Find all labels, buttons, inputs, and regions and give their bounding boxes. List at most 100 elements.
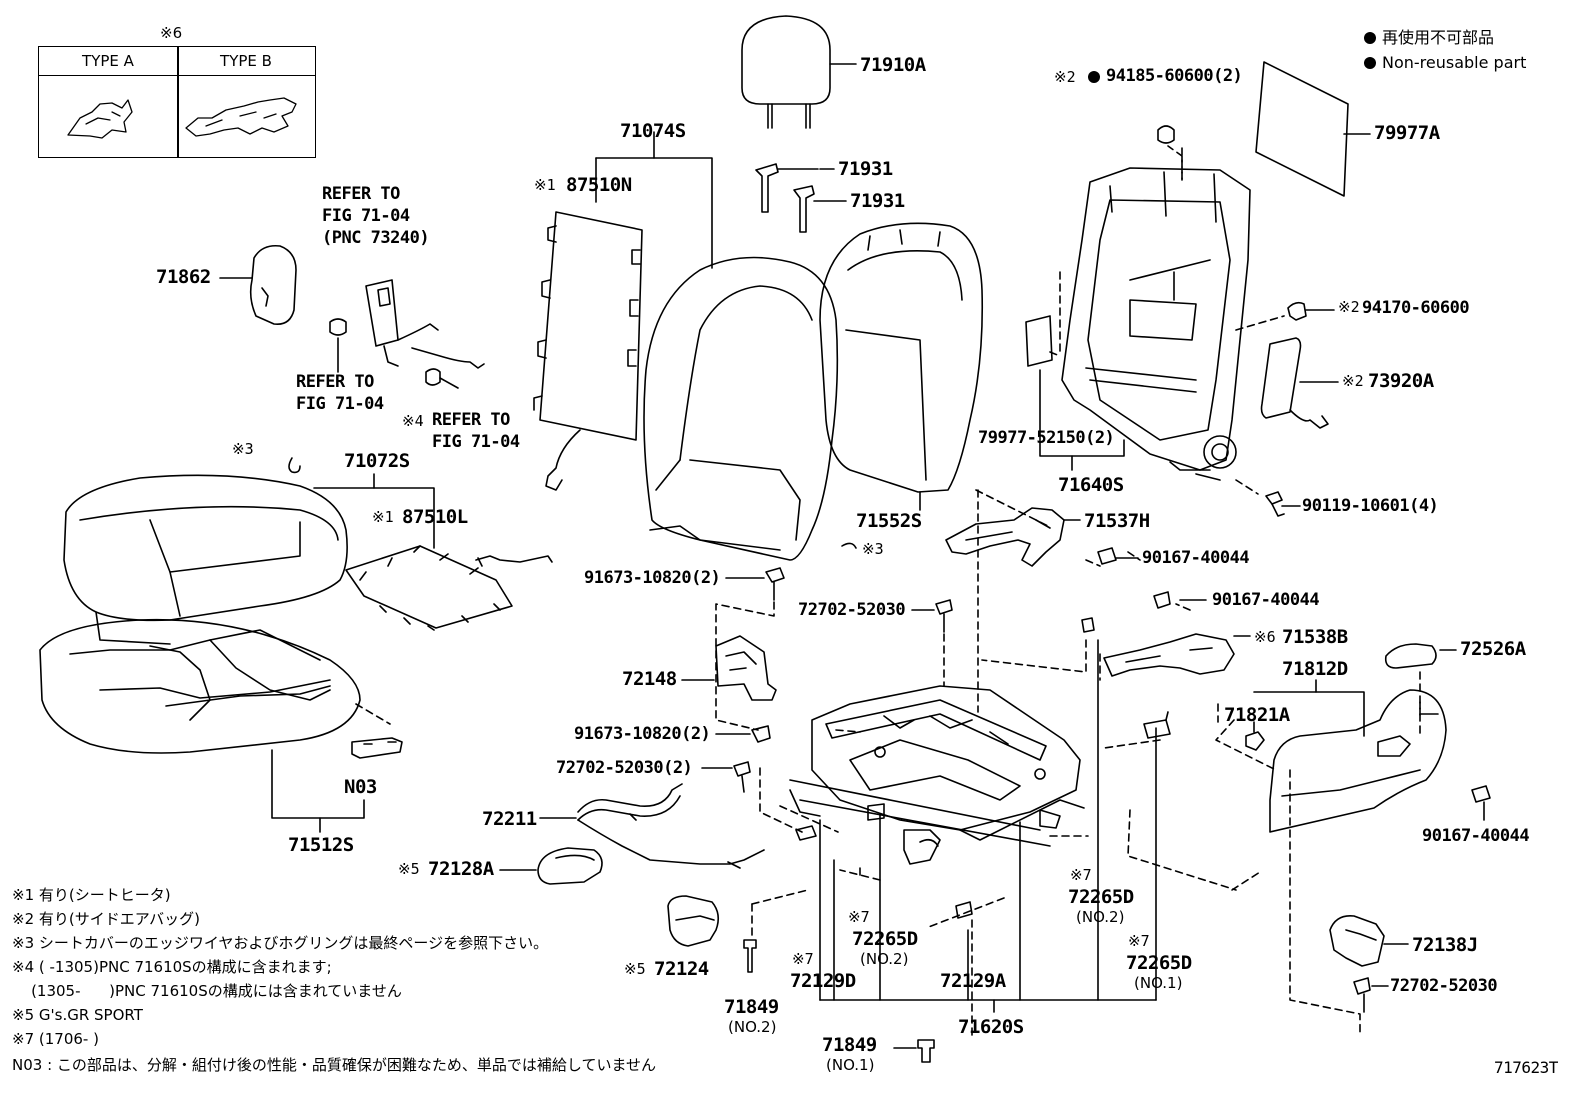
- label-72265D-no1: 72265D: [1126, 952, 1192, 974]
- type-table-mark: ※6: [160, 24, 183, 42]
- headrest-drawing: [741, 15, 857, 129]
- label-72124: 72124: [654, 958, 709, 980]
- bolt-90167c-drawing: [1471, 785, 1491, 821]
- bracket-72148-drawing: [681, 635, 777, 701]
- label-72128A: 72128A: [428, 858, 494, 880]
- mark-72129D: ※7: [792, 950, 814, 968]
- pin-71849-no2-drawing: [743, 939, 757, 973]
- seat-cushion-cover-drawing: [63, 473, 435, 645]
- label-N03: N03: [344, 776, 377, 798]
- non-reusable-dot-icon: [1364, 32, 1376, 44]
- refer-3-line-2: FIG 71-04: [432, 432, 520, 452]
- type-b-bracket-icon: [185, 97, 297, 137]
- label-71072S: 71072S: [344, 450, 410, 472]
- clip-72265D-drawing: [867, 617, 1171, 821]
- label-71931-upper: 71931: [838, 158, 893, 180]
- mark-94170: ※2: [1338, 298, 1360, 316]
- footnote-2: ※2 有り(サイドエアバッグ): [12, 910, 200, 928]
- sub-71849-no1: (NO.1): [826, 1056, 875, 1074]
- mark-3-left: ※3: [232, 440, 254, 458]
- mark-72265D-no2-left: ※7: [848, 908, 870, 926]
- clip-71821A-drawing: [1245, 721, 1265, 751]
- label-90167-40044-a: 90167-40044: [1142, 548, 1250, 568]
- label-87510N: 87510N: [566, 174, 632, 196]
- label-71849-no1: 71849: [822, 1034, 877, 1056]
- non-reusable-dot-icon: [1364, 57, 1376, 69]
- label-72702-52030-pair: 72702-52030(2): [556, 758, 693, 778]
- label-71512S: 71512S: [288, 834, 354, 856]
- bolt-90167b-drawing: [1153, 591, 1207, 609]
- side-shield-71812D-drawing: [1253, 679, 1447, 833]
- label-72265D-no2-right: 72265D: [1068, 886, 1134, 908]
- seatback-heater-drawing: [533, 157, 643, 491]
- mark-73920A: ※2: [1342, 372, 1364, 390]
- airbag-73920A-drawing: [1260, 337, 1339, 429]
- label-72702-52030-right: 72702-52030: [1390, 976, 1498, 996]
- mark-87510N: ※1: [534, 176, 556, 194]
- label-71812D: 71812D: [1282, 658, 1348, 680]
- label-90167-40044-c: 90167-40044: [1422, 826, 1530, 846]
- label-79977-52150: 79977-52150(2): [978, 428, 1115, 448]
- mark-72265D-no2-right: ※7: [1070, 866, 1092, 884]
- label-71862: 71862: [156, 266, 211, 288]
- track-dashed-connectors: [715, 489, 1421, 1039]
- seatback-cover-drawing: [819, 222, 984, 511]
- label-94185-60600: 94185-60600(2): [1106, 66, 1243, 86]
- seatback-cushion-drawing: [595, 131, 839, 561]
- type-table: TYPE A TYPE B: [38, 46, 316, 158]
- sub-71849-no2: (NO.2): [728, 1018, 777, 1036]
- refer-2-line-1: REFER TO: [296, 372, 374, 392]
- label-71537H: 71537H: [1084, 510, 1150, 532]
- refer-2-line-2: FIG 71-04: [296, 394, 384, 414]
- bolt-91673-top-drawing: [725, 567, 785, 601]
- clip-72129-drawing: [795, 825, 973, 919]
- label-72265D-no2-left: 72265D: [852, 928, 918, 950]
- label-72129A: 72129A: [940, 970, 1006, 992]
- reference-code: 717623T: [1494, 1058, 1558, 1077]
- legend-jp: 再使用不可部品: [1364, 24, 1526, 48]
- footnote-N03: N03 : この部品は、分解・組付け後の性能・品質確保が困難なため、単品では補給…: [12, 1056, 657, 1074]
- label-71074S: 71074S: [620, 120, 686, 142]
- label-79977A: 79977A: [1374, 122, 1440, 144]
- seatback-frame-drawing: [1061, 167, 1251, 481]
- bracket-71537H-drawing: [945, 507, 1081, 567]
- mark-94185: ※2: [1054, 68, 1076, 86]
- hog-ring-drawing: [288, 457, 301, 474]
- sub-72265D-no1: (NO.1): [1134, 974, 1183, 992]
- label-72211: 72211: [482, 808, 537, 830]
- clip-94185-drawing: [1157, 125, 1183, 181]
- type-a-header: TYPE A: [39, 47, 177, 76]
- footnote-5: ※5 G's.GR SPORT: [12, 1006, 143, 1024]
- label-94170-60600: 94170-60600: [1362, 298, 1470, 318]
- label-90167-40044-b: 90167-40044: [1212, 590, 1320, 610]
- label-71931-lower: 71931: [850, 190, 905, 212]
- mark-72265D-no1: ※7: [1128, 932, 1150, 950]
- pin-71849-no1-drawing: [893, 1039, 935, 1063]
- track-bracket-lines: [819, 639, 1157, 1013]
- cushion-heater-drawing: [345, 545, 553, 631]
- shield-71862-drawing: [219, 244, 297, 326]
- bolt-91673-bottom-drawing: [715, 725, 771, 743]
- footnote-1: ※1 有り(シートヒータ): [12, 886, 171, 904]
- seat-cushion-pad-drawing: [39, 618, 403, 833]
- mark-3-right: ※3: [862, 540, 884, 558]
- bolt-72702-top-drawing: [911, 599, 953, 633]
- label-91673-10820-bottom: 91673-10820(2): [574, 724, 711, 744]
- harness-72211-drawing: [539, 783, 765, 869]
- label-73920A: 73920A: [1368, 370, 1434, 392]
- sub-72265D-no2-left: (NO.2): [860, 950, 909, 968]
- headrest-guide-drawing: [755, 163, 847, 233]
- footnote-4: ※4 ( -1305)PNC 71610Sの構成に含まれます;: [12, 958, 332, 976]
- label-71640S: 71640S: [1058, 474, 1124, 496]
- seat-track-drawing: [789, 685, 1085, 865]
- cover-72138J-drawing: [1329, 914, 1409, 967]
- label-71821A: 71821A: [1224, 704, 1290, 726]
- label-71849-no2: 71849: [724, 996, 779, 1018]
- label-71552S: 71552S: [856, 510, 922, 532]
- mark-87510L: ※1: [372, 508, 394, 526]
- mark-72124: ※5: [624, 960, 646, 978]
- sub-72265D-no2-right: (NO.2): [1076, 908, 1125, 926]
- sheet-79977A-drawing: [1255, 61, 1371, 197]
- label-71538B: 71538B: [1282, 626, 1348, 648]
